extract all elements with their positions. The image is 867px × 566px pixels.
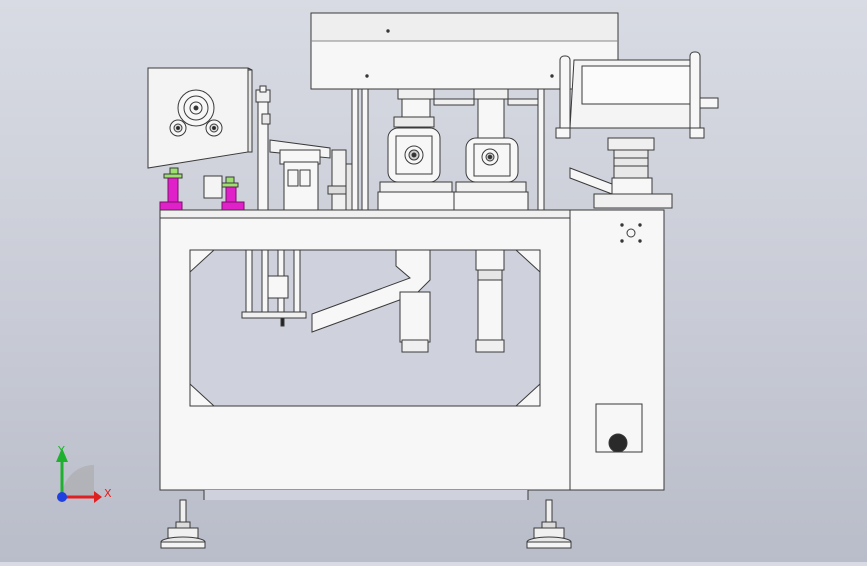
discharge-chute [311,249,431,353]
gear-motor-left [377,88,455,211]
x-axis-label: X [104,487,112,500]
tray-column [569,137,673,209]
motor-link-bar-right [507,98,539,106]
leveling-foot-left [160,499,206,549]
spool-assembly [147,67,253,184]
feed-tray [555,51,719,139]
motor-link-bar [433,98,475,106]
cutter-mechanism [203,139,355,215]
leveling-foot-right [526,499,572,549]
main-frame [159,209,571,500]
spool-wheel-left [169,119,187,137]
y-axis-label: Y [57,444,65,457]
left-actuator-rods [241,249,307,327]
z-axis-dot [57,492,67,502]
triad-plane [62,465,94,497]
cylinder-right [475,249,505,353]
gear-motor-right [453,88,529,211]
magenta-support-right [221,182,245,213]
side-cabinet [569,209,665,491]
top-cover-box [310,12,619,90]
axis-triad: Y X [56,444,112,503]
spool-wheel-large [177,89,215,127]
magenta-support-left [159,173,183,213]
left-vertical-rod [255,85,271,211]
spool-wheel-right [205,119,223,137]
